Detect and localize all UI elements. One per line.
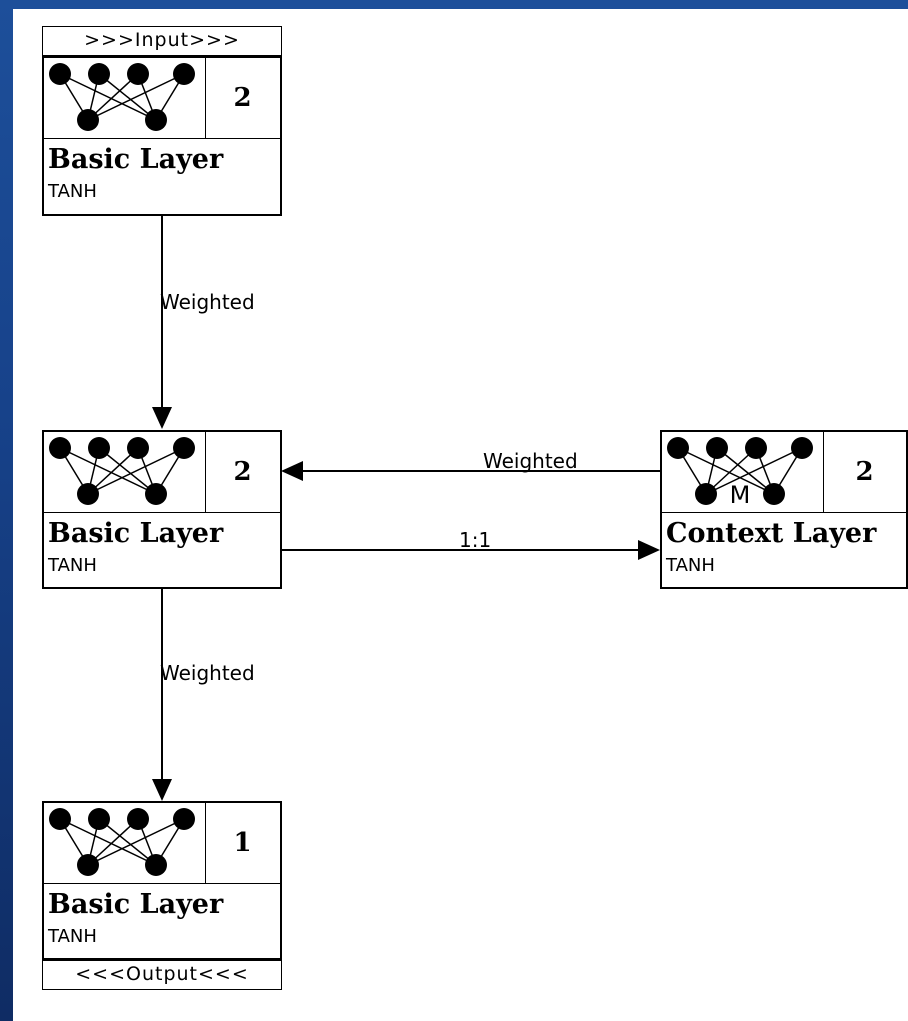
output-layer-node[interactable]: 1 Basic Layer TANH [42, 801, 282, 960]
activation-function: TANH [666, 555, 715, 576]
input-layer-node[interactable]: 2 Basic Layer TANH [42, 56, 282, 216]
neuron-count: 2 [233, 83, 252, 113]
memory-marker: M [730, 481, 751, 509]
layer-name: Context Layer [666, 518, 877, 549]
edge-label-hidden-to-context: 1:1 [459, 528, 492, 552]
neuron-count: 2 [855, 457, 874, 487]
layer-name: Basic Layer [48, 144, 224, 175]
neuron-count: 2 [233, 457, 252, 487]
arrowhead-hidden-to-context [638, 540, 660, 560]
network-layer-icon: M [662, 432, 824, 512]
activation-function: TANH [48, 555, 97, 576]
input-tag: >>>Input>>> [42, 26, 282, 56]
layer-name: Basic Layer [48, 518, 224, 549]
arrowhead-input-to-hidden [152, 407, 172, 429]
network-layer-icon [44, 58, 206, 138]
arrowhead-hidden-to-output [152, 779, 172, 801]
neuron-count: 1 [233, 828, 252, 858]
output-tag: <<<Output<<< [42, 960, 282, 990]
activation-function: TANH [48, 181, 97, 202]
network-layer-icon [44, 803, 206, 883]
arrowhead-context-to-hidden [281, 461, 303, 481]
hidden-layer-node[interactable]: 2 Basic Layer TANH [42, 430, 282, 589]
edge-label-input-to-hidden: Weighted [160, 290, 255, 314]
network-layer-icon [44, 432, 206, 512]
layer-name: Basic Layer [48, 889, 224, 920]
connection-lines [152, 216, 662, 801]
diagram-canvas: >>>Input>>> 2 [13, 9, 908, 1021]
activation-function: TANH [48, 926, 97, 947]
edge-label-hidden-to-output: Weighted [160, 661, 255, 685]
context-layer-node[interactable]: M 2 Context Layer TANH [660, 430, 908, 589]
edge-label-context-to-hidden: Weighted [483, 449, 578, 473]
